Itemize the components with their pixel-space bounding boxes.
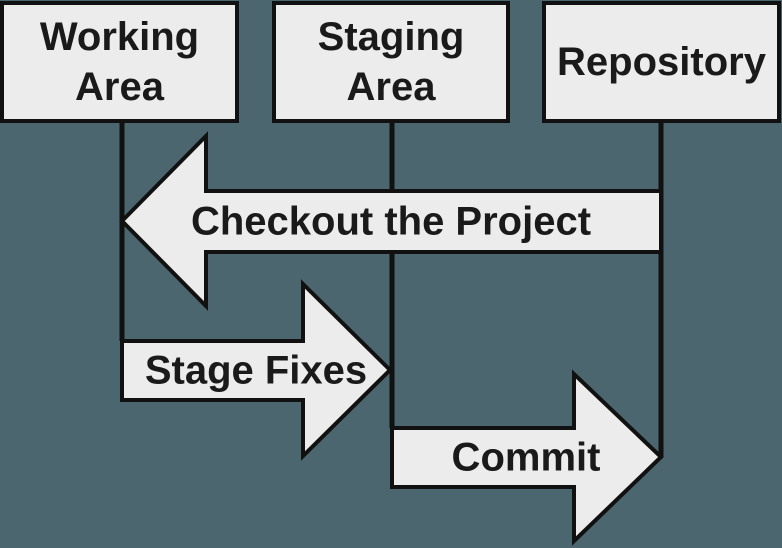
stage-fixes-arrow-shape	[120, 279, 393, 461]
node-staging-area-label-line2: Area	[346, 65, 436, 109]
node-working-area-label-line2: Area	[75, 65, 164, 109]
checkout-arrow-shape	[119, 131, 663, 311]
commit-arrow-shape	[390, 369, 664, 546]
node-repository: Repository	[542, 1, 781, 123]
node-working-area: Working Area	[0, 1, 239, 123]
checkout-arrow-label: Checkout the Project	[190, 199, 592, 244]
stage-fixes-arrow-label: Stage Fixes	[144, 348, 368, 393]
node-working-area-label-line1: Working	[39, 15, 200, 59]
node-repository-label: Repository	[557, 40, 766, 84]
node-staging-area-label-line1: Staging	[317, 15, 465, 59]
node-staging-area: Staging Area	[272, 1, 510, 123]
commit-arrow-label: Commit	[451, 435, 601, 480]
